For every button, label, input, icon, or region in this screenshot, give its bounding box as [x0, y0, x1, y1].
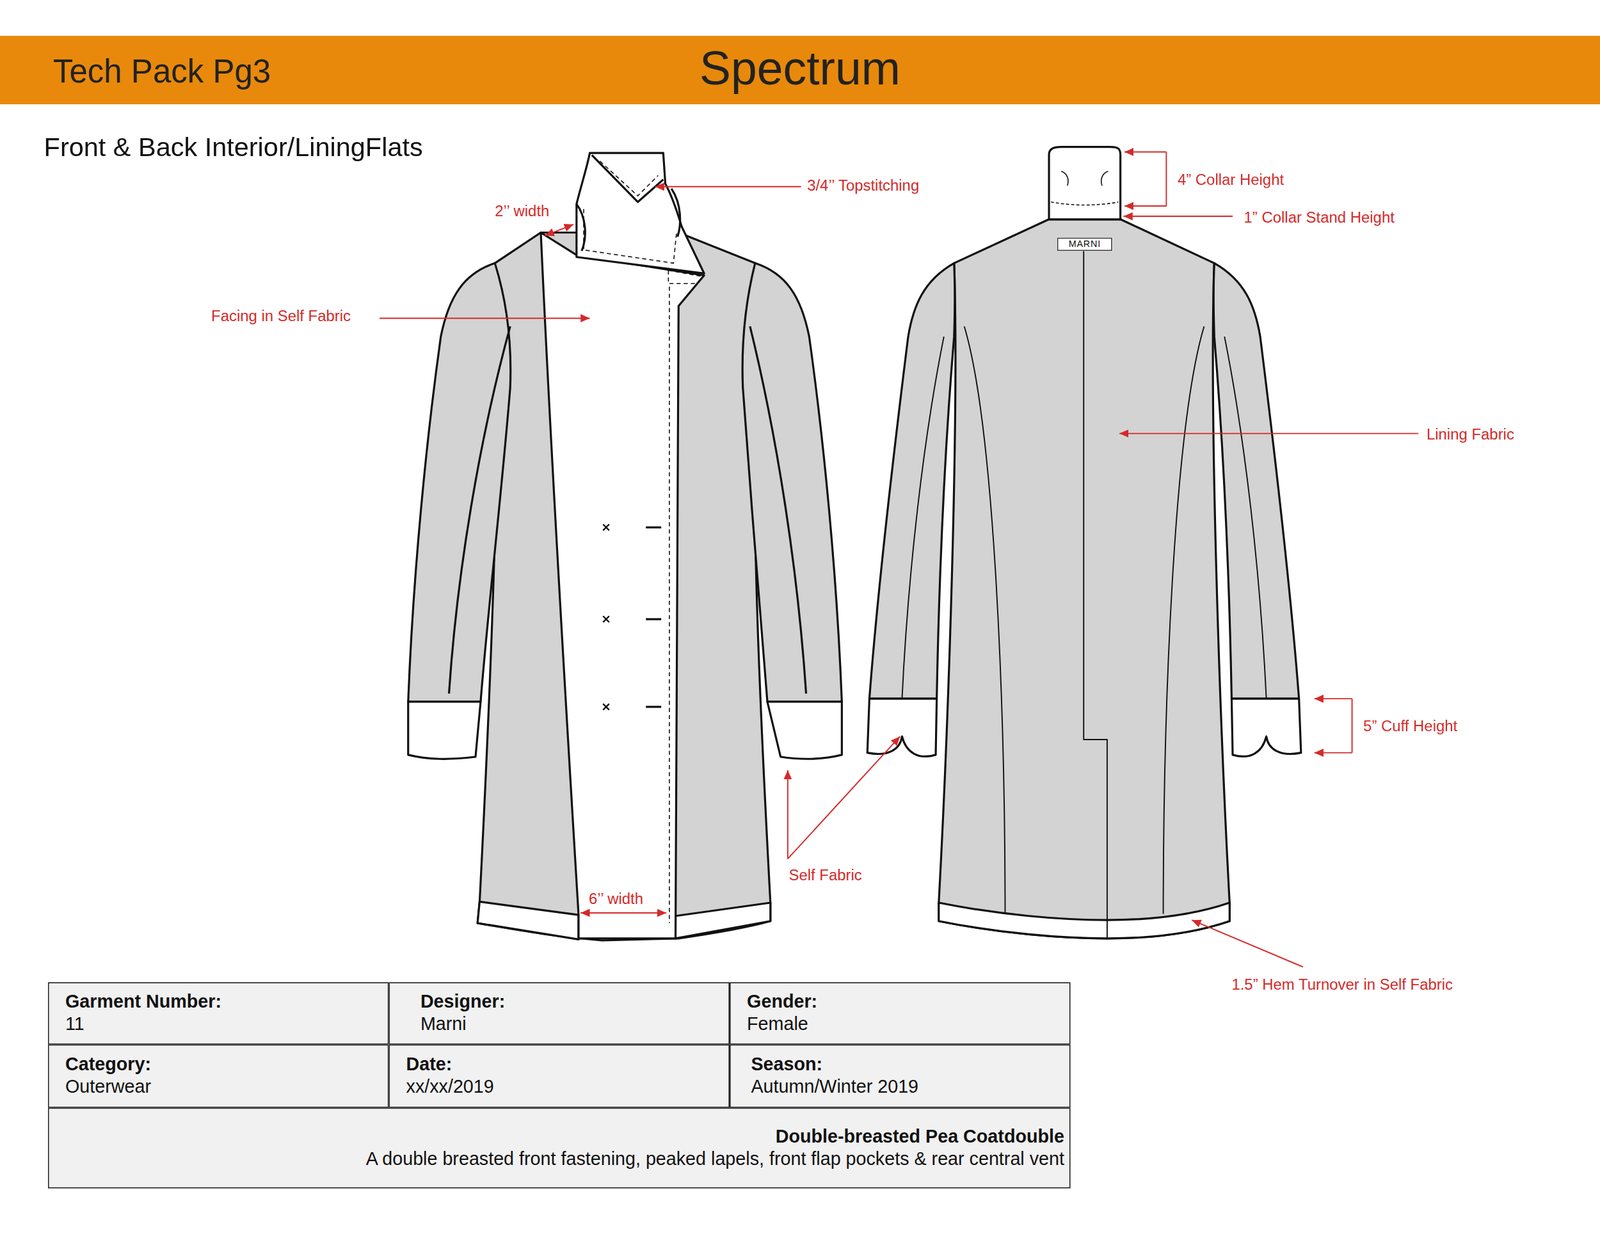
label-text: MARNI [1057, 238, 1112, 251]
collar-ear-right [671, 188, 681, 237]
field-label: Date: [406, 1052, 715, 1076]
style-description: A double breasted front fastening, peake… [65, 1148, 1065, 1171]
brand-name: Spectrum [0, 41, 1600, 95]
button-marks [602, 524, 610, 711]
field-label: Gender: [746, 990, 1056, 1014]
left-sleeve-seam [449, 326, 511, 694]
leader [787, 770, 789, 860]
info-cell: Designer:Marni [388, 982, 730, 1045]
header-band: Tech Pack Pg3Spectrum [0, 35, 1600, 105]
bracket [1314, 752, 1353, 754]
leader [580, 912, 667, 914]
back-hem [938, 903, 1230, 939]
buttonholes [645, 527, 662, 708]
leader [1119, 433, 1419, 435]
field-label: Category: [65, 1052, 374, 1076]
info-cell: Garment Number:11 [48, 982, 390, 1045]
right-sleeve-seam [750, 326, 807, 694]
dimension-label: 6’’ width [587, 889, 644, 907]
back-vent [1083, 250, 1108, 939]
sleeve [869, 263, 955, 699]
description-cell: Double-breasted Pea CoatdoubleA double b… [48, 1108, 1071, 1190]
collar-ear-left [576, 204, 585, 251]
field-value: xx/xx/2019 [406, 1075, 715, 1098]
callout-leaders [379, 152, 1419, 968]
dimension-label: 5” Cuff Height [1362, 717, 1459, 735]
right-sleeve [742, 263, 842, 703]
back-body [938, 219, 1230, 939]
callout-label: Facing in Self Fabric [209, 307, 352, 325]
info-cell: Category:Outerwear [48, 1045, 390, 1109]
bracket [1314, 698, 1353, 700]
brand-label: MARNI [1057, 237, 1113, 251]
field-value: Female [746, 1013, 1056, 1036]
field-value: Outerwear [65, 1075, 374, 1098]
facing-topstitch [668, 270, 703, 924]
front-collar [576, 152, 704, 274]
info-cell: Season:Autumn/Winter 2019 [729, 1045, 1071, 1109]
sleeve [1213, 263, 1300, 699]
leader [544, 224, 574, 237]
collar-topstitch [583, 161, 677, 264]
field-label: Garment Number: [65, 990, 374, 1014]
back-sleeve-right [1213, 263, 1302, 757]
right-cuff [767, 702, 842, 760]
bracket [1165, 152, 1167, 207]
front-hem-left [477, 901, 579, 940]
leader [379, 317, 590, 319]
info-cell: Date:xx/xx/2019 [388, 1045, 730, 1109]
dimension-label: 1” Collar Stand Height [1242, 208, 1396, 226]
leader [787, 736, 900, 859]
collar-stand-line [1050, 202, 1119, 206]
front-hem-right [675, 903, 770, 939]
front-flat [408, 152, 843, 941]
dimension-label: 2’’ width [494, 202, 551, 220]
bracket [1351, 698, 1353, 754]
back-flat [867, 147, 1302, 939]
leader [1191, 920, 1304, 968]
cuff [867, 698, 937, 757]
left-sleeve [408, 263, 511, 703]
style-name: Double-breasted Pea Coatdouble [65, 1125, 1065, 1149]
callout-label: Lining Fabric [1425, 425, 1515, 443]
info-cell: Gender:Female [729, 982, 1071, 1045]
sleeve-seam [1224, 336, 1266, 699]
leader [655, 186, 802, 188]
dimension-label: 4” Collar Height [1176, 170, 1285, 188]
callout-label: 1.5” Hem Turnover in Self Fabric [1230, 975, 1455, 993]
bracket [1124, 151, 1167, 153]
collar-curves [1061, 171, 1108, 186]
front-facing [540, 232, 704, 939]
field-value: Marni [420, 1013, 715, 1036]
front-body [477, 232, 771, 942]
back-collar [1048, 147, 1121, 220]
field-value: Autumn/Winter 2019 [750, 1075, 1055, 1098]
field-label: Season: [750, 1052, 1055, 1076]
collar-fold [592, 154, 664, 202]
bracket [1124, 205, 1167, 207]
field-value: 11 [65, 1013, 374, 1036]
page-title: Front & Back Interior/LiningFlats [44, 131, 424, 163]
sleeve-seam [901, 336, 944, 699]
page-number: Tech Pack Pg3 [53, 53, 271, 90]
callout-label: Self Fabric [787, 866, 864, 884]
leader [1123, 215, 1233, 217]
cuff [1231, 698, 1301, 757]
field-label: Designer: [420, 990, 715, 1014]
back-sleeve-left [867, 263, 955, 757]
callout-label: 3/4’’ Topstitching [806, 176, 921, 194]
left-cuff [408, 702, 481, 760]
